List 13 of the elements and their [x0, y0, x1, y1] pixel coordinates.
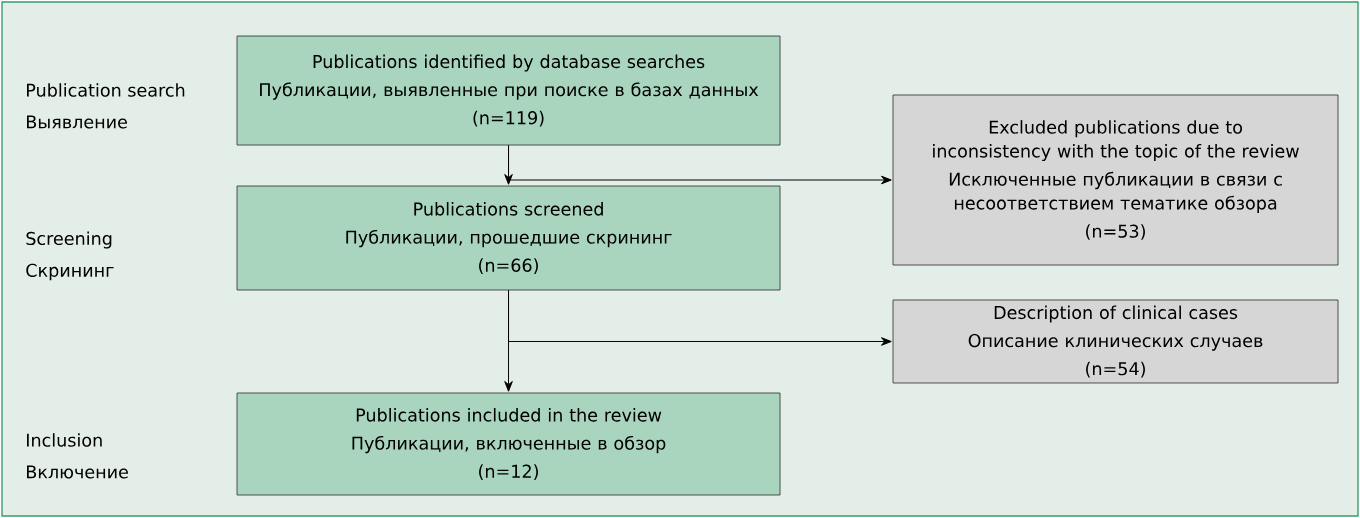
- arrow: [508, 289, 892, 346]
- stage-label: Включение: [27, 465, 128, 479]
- stage-label: Выявление: [27, 115, 127, 129]
- flow-box: Publications screened Публикации, прошедшие скрининг (n=66): [236, 185, 781, 291]
- flow-box: Description of clinical cases Описание клинических случаев (n=54): [892, 299, 1339, 384]
- stage-label: Screening: [26, 231, 112, 249]
- flow-box: Excluded publications due to inconsistency with the topic of the review Исключенные публикации в связи с несоответствием тематике обзора (n=53): [892, 94, 1339, 266]
- stage-label: Скрининг: [26, 263, 114, 281]
- stage-label: Inclusion: [27, 433, 102, 447]
- stage-label: Publication search: [27, 83, 185, 97]
- flow-box: Publications identified by database searches Публикации, выявленные при поиске в базах данных (n=119): [236, 35, 781, 146]
- arrow: [508, 144, 892, 185]
- flow-box: Publications included in the review Публикации, включенные в обзор (n=12): [236, 392, 781, 496]
